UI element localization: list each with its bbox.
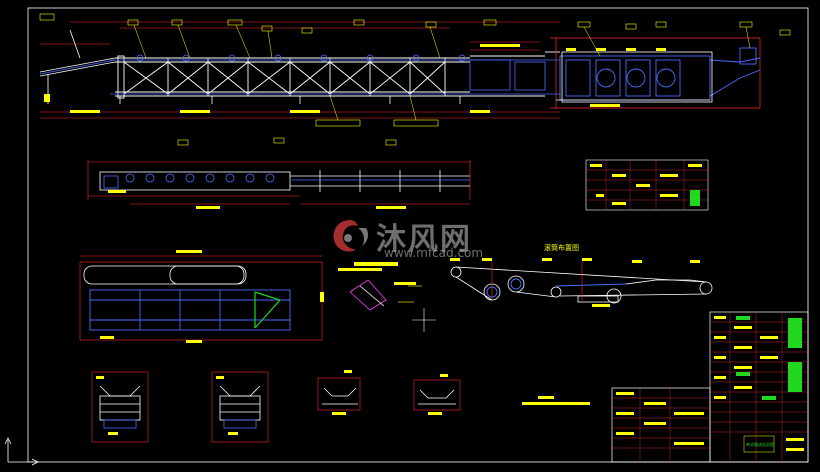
title-block-caption: 带式输送机总图 [746, 441, 774, 447]
belt-section-label: 滚筒布置图 [544, 243, 579, 252]
title-block-bom: 带式输送机总图 [611, 311, 809, 463]
parts-table-small [585, 159, 709, 211]
conveyor-side-view [87, 137, 471, 209]
belt-routing-diagram: 滚筒布置图 [450, 243, 713, 307]
idler-section-views [91, 370, 590, 443]
drawing-frame [27, 7, 809, 463]
conveyor-plan-view [79, 250, 324, 343]
drive-detail [338, 262, 436, 332]
conveyor-elevation-view [39, 13, 791, 127]
ucs-axis-icon [4, 437, 39, 466]
